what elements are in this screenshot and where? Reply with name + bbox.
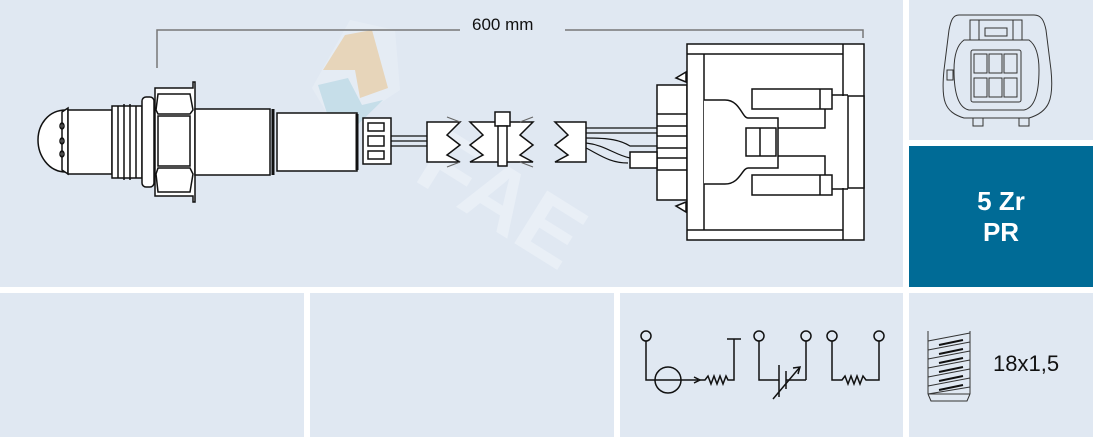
dimension-line (156, 29, 864, 68)
sensor-body (37, 81, 392, 203)
cable-length-label: 600 mm (468, 15, 538, 35)
lambda-sensor-drawing-icon: FAE (37, 29, 865, 241)
empty-panel-2 (310, 293, 614, 437)
thread-icon (927, 331, 971, 402)
cable-sleeve (426, 111, 587, 167)
connector-side-view (629, 43, 865, 241)
connector-panel (909, 0, 1093, 140)
thread-size-label: 18x1,5 (993, 351, 1060, 376)
circuit-diagram-icon (640, 330, 885, 400)
sensor-type-badge: 5 Zr PR (909, 146, 1093, 287)
sensor-drawing-panel: FAE (0, 0, 903, 287)
empty-panel-1 (0, 293, 304, 437)
sensor-type-line1: 5 Zr (977, 185, 1025, 216)
sensor-type-line2: PR (982, 216, 1020, 247)
thread-panel: 18x1,5 (909, 293, 1093, 437)
connector-face-icon (942, 14, 1053, 127)
circuit-panel (620, 293, 903, 437)
